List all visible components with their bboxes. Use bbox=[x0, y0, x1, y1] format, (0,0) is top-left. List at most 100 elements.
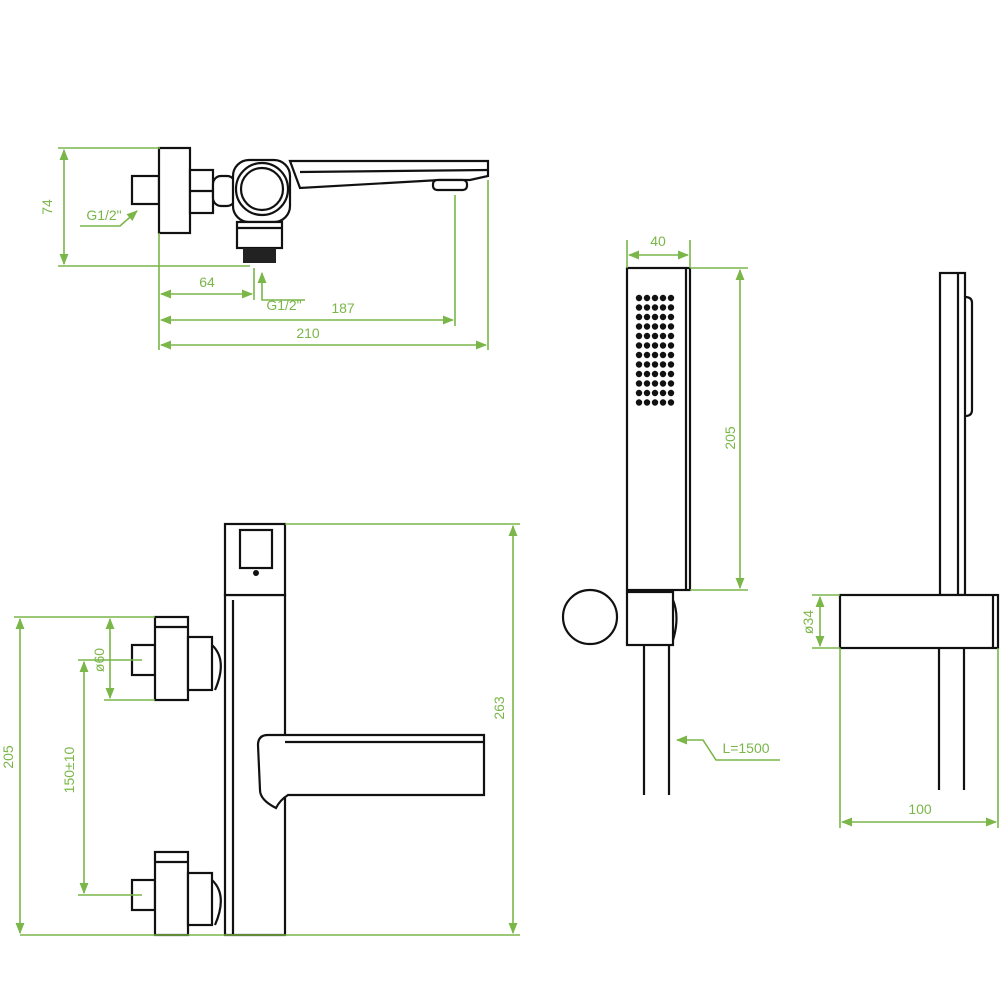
nozzle-dot bbox=[643, 294, 651, 302]
nozzle-dot bbox=[651, 342, 659, 349]
dim-64: 64 bbox=[199, 274, 215, 290]
top-view-mixer bbox=[130, 146, 490, 263]
nozzle-dot bbox=[667, 361, 675, 368]
nozzle-dot bbox=[659, 294, 667, 302]
nozzle-dot bbox=[635, 361, 643, 368]
nozzle-dot bbox=[651, 399, 659, 406]
nozzle-dot bbox=[643, 332, 651, 340]
nozzle-dot bbox=[659, 361, 667, 368]
hand-shower-side bbox=[938, 271, 967, 597]
holder-knob bbox=[561, 588, 619, 646]
nozzle-dot bbox=[659, 304, 667, 311]
dim-205-front: 205 bbox=[0, 745, 16, 769]
nozzle-dot bbox=[651, 294, 659, 302]
nozzle-dot bbox=[635, 294, 643, 302]
hand-shower-dimensions: 40 205 L=1500 bbox=[626, 233, 780, 761]
front-view-mixer bbox=[130, 522, 486, 937]
nozzle-dot bbox=[651, 389, 659, 397]
dim-263: 263 bbox=[491, 696, 507, 720]
nozzle-dot bbox=[659, 342, 667, 349]
nozzle-dot bbox=[643, 351, 651, 359]
outlet-thread bbox=[243, 248, 276, 263]
nozzle-dot bbox=[667, 332, 675, 340]
nozzle-dot bbox=[659, 370, 667, 378]
dim-74: 74 bbox=[39, 199, 55, 215]
aerator bbox=[431, 178, 469, 192]
inlet-thread-label: G1/2" bbox=[86, 207, 121, 223]
nozzle-dot bbox=[635, 380, 643, 387]
dim-100: 100 bbox=[908, 801, 932, 817]
nozzle-dot bbox=[635, 370, 643, 378]
nozzle-dot bbox=[667, 389, 675, 397]
nozzle-dot bbox=[659, 380, 667, 387]
nozzle-dot bbox=[643, 389, 651, 397]
spray-face bbox=[964, 295, 974, 418]
wall-flange bbox=[157, 146, 192, 235]
body-circle bbox=[234, 161, 290, 217]
nozzle-dot bbox=[643, 304, 651, 311]
nozzle-dot bbox=[635, 342, 643, 349]
nozzle-dot bbox=[659, 399, 667, 406]
dim-210: 210 bbox=[296, 325, 320, 341]
nozzle-dot bbox=[651, 351, 659, 359]
nozzle-dot bbox=[667, 380, 675, 387]
side-view-dimensions: ø34 100 bbox=[800, 594, 999, 828]
nozzle-dot bbox=[659, 389, 667, 397]
nozzle-dot bbox=[643, 370, 651, 378]
nozzle-dot bbox=[667, 351, 675, 359]
outlet bbox=[235, 220, 284, 250]
holder bbox=[625, 590, 675, 647]
nozzle-dot bbox=[651, 332, 659, 340]
nozzle-dot bbox=[643, 323, 651, 330]
top-view-dimensions: 74 G1/2" 64 G1/2" 187 210 bbox=[39, 147, 489, 350]
nozzle-dot bbox=[659, 323, 667, 330]
nozzle-dot bbox=[651, 380, 659, 387]
nozzle-dot bbox=[635, 332, 643, 340]
dim-150-tolerance: 150±10 bbox=[61, 746, 77, 793]
upper-inlet bbox=[130, 615, 222, 702]
nozzle-dot bbox=[635, 304, 643, 311]
dim-40: 40 bbox=[650, 233, 666, 249]
nozzle-dot bbox=[667, 323, 675, 330]
spout-front bbox=[256, 733, 486, 810]
nozzle-dot bbox=[651, 370, 659, 378]
hose-length-label: L=1500 bbox=[722, 740, 769, 756]
dim-205-shower: 205 bbox=[722, 426, 738, 450]
nozzle-dot bbox=[667, 370, 675, 378]
front-view-dimensions: 263 205 ø60 150±10 bbox=[0, 523, 520, 936]
nozzle-dot bbox=[643, 399, 651, 406]
nozzle-dot bbox=[659, 332, 667, 340]
nozzle-dot bbox=[659, 351, 667, 359]
nozzle-dot bbox=[651, 304, 659, 311]
side-view bbox=[838, 271, 1000, 790]
thermostat-cap bbox=[223, 522, 287, 597]
nozzle-dot bbox=[651, 313, 659, 321]
nozzle-dot bbox=[667, 304, 675, 311]
nozzle-dot bbox=[651, 361, 659, 368]
dim-diameter-34: ø34 bbox=[800, 610, 816, 634]
nozzle-grid bbox=[635, 294, 675, 406]
cap-inner bbox=[238, 528, 274, 570]
nozzle-dot bbox=[643, 361, 651, 368]
nozzle-dot bbox=[667, 294, 675, 302]
outlet-thread-label: G1/2" bbox=[266, 297, 301, 313]
nozzle-dot bbox=[643, 342, 651, 349]
nozzle-dot bbox=[643, 313, 651, 321]
nozzle-dot bbox=[667, 342, 675, 349]
holder-side bbox=[838, 593, 1000, 650]
hand-shower bbox=[561, 266, 692, 795]
nozzle-dot bbox=[635, 323, 643, 330]
inlet-stub bbox=[130, 174, 161, 206]
hand-shower-body bbox=[625, 266, 692, 592]
nozzle-dot bbox=[651, 323, 659, 330]
spout bbox=[288, 159, 490, 190]
dim-187: 187 bbox=[331, 300, 355, 316]
nozzle-dot bbox=[643, 380, 651, 387]
lower-inlet bbox=[130, 850, 222, 937]
nozzle-dot bbox=[635, 389, 643, 397]
nozzle-dot bbox=[667, 399, 675, 406]
nozzle-dot bbox=[635, 399, 643, 406]
nozzle-dot bbox=[635, 351, 643, 359]
